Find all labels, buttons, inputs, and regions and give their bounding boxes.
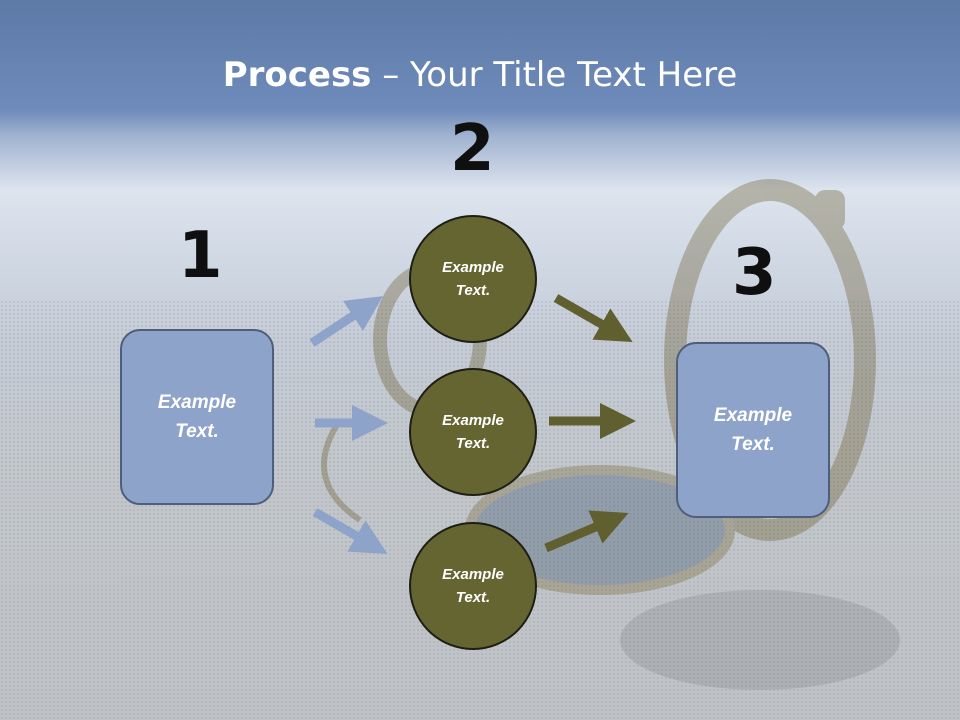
step-number-2: 2	[450, 112, 495, 186]
circle-top: Example Text.	[409, 215, 537, 343]
arrow-to-top-circle	[309, 296, 384, 347]
arrow-from-top-circle	[553, 294, 633, 342]
arrow-from-bottom-circle	[544, 510, 629, 553]
slide-title: Process – Your Title Text Here	[0, 55, 960, 95]
title-rest: – Your Title Text Here	[371, 55, 738, 95]
step-number-3: 3	[732, 236, 777, 310]
circle-top-label: Example Text.	[442, 259, 504, 299]
step-number-1: 1	[178, 219, 223, 293]
step-3-box: Example Text.	[676, 342, 830, 518]
circle-bottom-label: Example Text.	[442, 566, 504, 606]
title-strong: Process	[222, 55, 372, 95]
circle-middle-label: Example Text.	[442, 412, 504, 452]
step-1-label: Example Text.	[157, 392, 237, 442]
circle-middle: Example Text.	[409, 368, 537, 496]
step-1-box: Example Text.	[120, 329, 274, 505]
circle-bottom: Example Text.	[409, 522, 537, 650]
arrow-to-bottom-circle	[312, 508, 388, 555]
step-3-label: Example Text.	[713, 405, 793, 455]
